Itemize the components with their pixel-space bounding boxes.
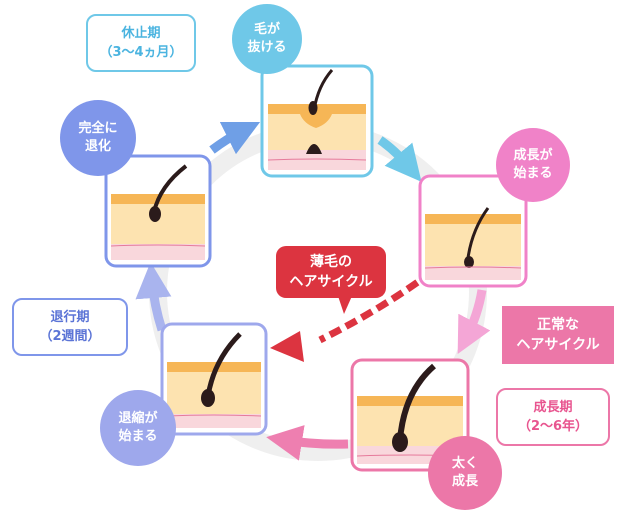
bubble-grows-thick: 太く 成長 [428,436,502,510]
bubble-hair-falls: 毛が 抜ける [232,4,302,74]
arrow-catagen-to-regression [135,262,172,332]
stage-label-telogen: 休止期 （3〜4ヵ月） [86,14,196,72]
bubble-fully-regressed: 完全に 退化 [60,100,136,176]
stage-duration: （3〜4ヵ月） [99,45,183,60]
arrow-thinning-cycle [318,269,435,344]
panel-growth-starts [418,174,528,288]
normal-cycle-label: 正常な ヘアサイクル [502,306,614,364]
panel-shrink-starts [160,322,268,436]
panel-hair-falls [260,64,374,178]
stage-name: 成長期 [533,399,573,415]
thinning-label-tail [338,296,352,314]
stage-label-catagen: 退行期 （2週間） [12,298,128,356]
arrow-anagen-to-catagen [266,425,349,461]
stage-label-anagen: 成長期 （2〜6年） [496,388,610,446]
thinning-cycle-label: 薄毛の ヘアサイクル [276,246,386,298]
panel-grows-thick [350,358,470,472]
arrow-thinning-head [270,331,304,362]
bubble-growth-starts: 成長が 始まる [496,128,570,202]
stage-duration: （2〜6年） [517,419,589,434]
arrow-anagen-onset-to-anagen [457,289,491,354]
panel-fully-regressed [104,154,212,268]
bubble-shrink-starts: 退縮が 始まる [100,390,176,466]
arrow-telogen-to-anagen [377,136,422,182]
stage-name: 退行期 [50,309,90,325]
stage-duration: （2週間） [39,329,101,344]
arrow-regression-to-telogen [209,121,261,155]
stage-name: 休止期 [121,25,161,41]
